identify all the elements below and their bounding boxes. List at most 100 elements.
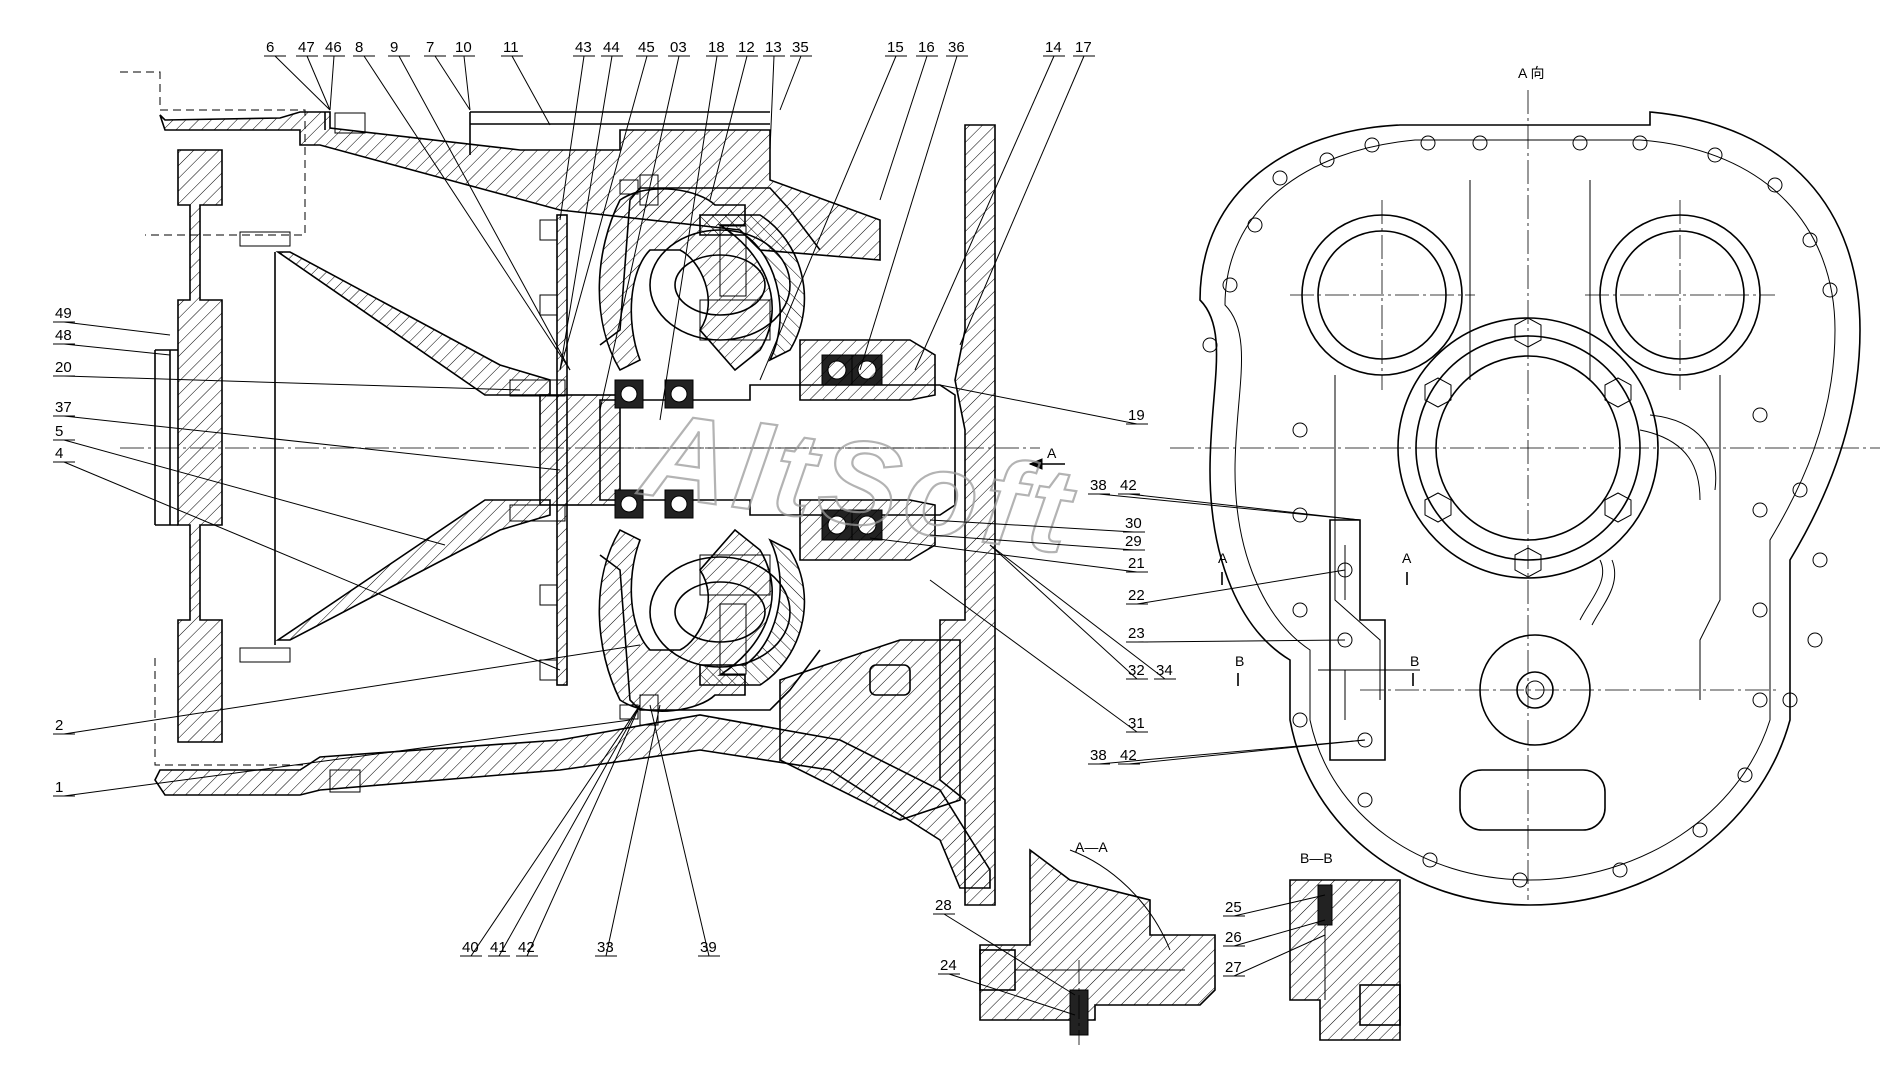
leader-line xyxy=(929,534,1135,551)
leader-line xyxy=(1233,934,1326,977)
leader-line xyxy=(274,55,331,111)
leader-line xyxy=(363,55,571,371)
part-number-03: 03 xyxy=(670,39,687,56)
section-a-a: A—A xyxy=(979,839,1216,1045)
leader-line xyxy=(1128,493,1361,521)
part-number-25: 25 xyxy=(1225,899,1242,916)
leader-line xyxy=(605,704,661,957)
output-shaft xyxy=(599,384,956,516)
leader-line xyxy=(559,55,585,221)
leader-line xyxy=(306,55,331,111)
part-number-2: 2 xyxy=(55,717,63,734)
cut-mark-a-right: A xyxy=(1402,550,1412,566)
leader-line xyxy=(1098,739,1366,765)
turbine-wheel-top xyxy=(699,214,806,362)
leader-line xyxy=(526,704,641,957)
view-a-direction: A 向 xyxy=(1170,65,1880,906)
part-number-49: 49 xyxy=(55,305,72,322)
part-number-21: 21 xyxy=(1128,555,1145,572)
bearing-housing xyxy=(799,339,936,401)
section-a-label: A—A xyxy=(1075,839,1108,855)
input-hub xyxy=(539,394,621,506)
leader-line xyxy=(769,55,775,151)
part-number-37: 37 xyxy=(55,399,72,416)
leader-line xyxy=(63,644,641,735)
leader-line xyxy=(929,519,1135,533)
input-cone-disc xyxy=(275,251,551,396)
part-number-20: 20 xyxy=(55,359,72,376)
part-number-31: 31 xyxy=(1128,715,1145,732)
leader-line xyxy=(63,461,561,671)
leader-line xyxy=(498,704,641,957)
part-number-45: 45 xyxy=(638,39,655,56)
part-number-10: 10 xyxy=(455,39,472,56)
flywheel-outline xyxy=(120,71,306,236)
part-number-44: 44 xyxy=(603,39,620,56)
arrow-a-label: A xyxy=(1047,445,1057,461)
part-number-15: 15 xyxy=(887,39,904,56)
part-number-32: 32 xyxy=(1128,662,1145,679)
part-number-26: 26 xyxy=(1225,929,1242,946)
part-number-8: 8 xyxy=(355,39,363,56)
view-a-label: A 向 xyxy=(1518,65,1544,81)
leader-line xyxy=(929,579,1138,733)
leader-line xyxy=(943,913,1076,996)
part-number-1: 1 xyxy=(55,779,63,796)
turbine-wheel-bottom xyxy=(699,538,806,686)
cut-mark-b-left: B xyxy=(1235,653,1244,669)
part-number-41: 41 xyxy=(490,939,507,956)
leader-line xyxy=(989,544,1166,680)
part-number-9: 9 xyxy=(390,39,398,56)
leader-line xyxy=(398,55,571,371)
leader-line xyxy=(914,55,1055,371)
part-number-19: 19 xyxy=(1128,407,1145,424)
part-number-18: 18 xyxy=(708,39,725,56)
part-number-5: 5 xyxy=(55,423,63,440)
cut-mark-a-left: A xyxy=(1218,550,1228,566)
part-number-39: 39 xyxy=(700,939,717,956)
leader-lines xyxy=(53,55,1366,1016)
leader-line xyxy=(859,55,958,371)
part-number-17: 17 xyxy=(1075,39,1092,56)
leader-line xyxy=(649,704,710,957)
leader-line xyxy=(434,55,471,111)
part-number-38: 38 xyxy=(1090,477,1107,494)
leader-line xyxy=(63,321,171,336)
part-number-16: 16 xyxy=(918,39,935,56)
part-number-36: 36 xyxy=(948,39,965,56)
leader-line xyxy=(329,55,335,111)
part-number-14: 14 xyxy=(1045,39,1062,56)
leader-line xyxy=(1098,493,1361,521)
leader-line xyxy=(879,55,928,201)
part-number-13: 13 xyxy=(765,39,782,56)
leader-line xyxy=(599,55,680,411)
part-number-47: 47 xyxy=(298,39,315,56)
part-number-7: 7 xyxy=(426,39,434,56)
leader-line xyxy=(63,415,561,471)
part-number-24: 24 xyxy=(940,957,957,974)
flywheel-housing xyxy=(177,149,223,743)
part-number-27: 27 xyxy=(1225,959,1242,976)
leader-line xyxy=(948,973,1076,1016)
part-number-35: 35 xyxy=(792,39,809,56)
leader-line xyxy=(470,704,641,957)
part-number-11: 11 xyxy=(503,39,519,56)
part-number-38: 38 xyxy=(1090,747,1107,764)
part-number-42: 42 xyxy=(1120,747,1137,764)
leader-line xyxy=(63,375,521,391)
part-number-6: 6 xyxy=(266,39,274,56)
leader-line xyxy=(63,343,171,356)
part-number-42: 42 xyxy=(518,939,535,956)
leader-line xyxy=(511,55,551,126)
center-hex-bolts xyxy=(1424,317,1632,578)
leader-line xyxy=(989,544,1138,680)
leader-line xyxy=(463,55,471,111)
leader-line xyxy=(959,55,1085,346)
section-b-label: B—B xyxy=(1300,850,1333,866)
leader-line xyxy=(559,55,613,371)
casing-bolt-holes xyxy=(1202,135,1838,888)
part-number-42: 42 xyxy=(1120,477,1137,494)
part-number-34: 34 xyxy=(1156,662,1173,679)
leader-line xyxy=(759,55,897,381)
